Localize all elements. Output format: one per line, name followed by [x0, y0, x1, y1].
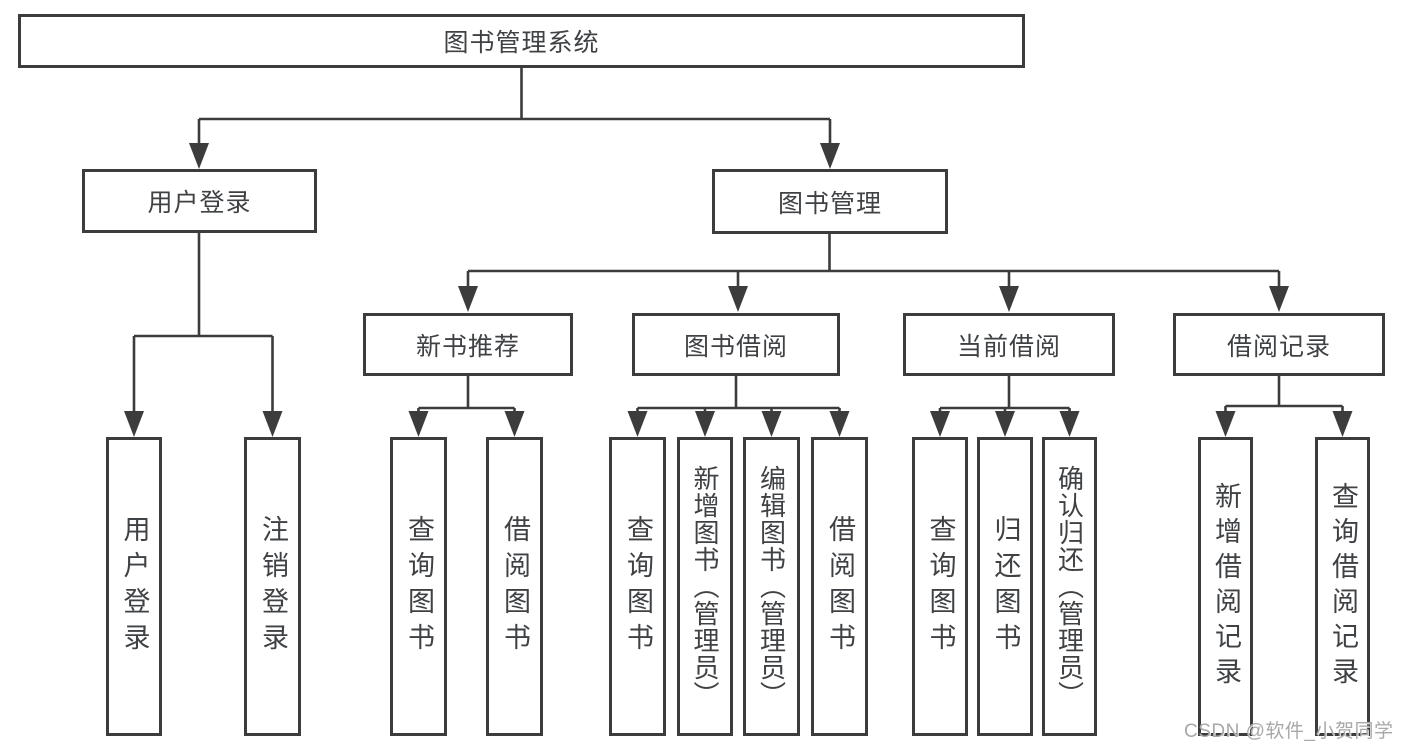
node-label: 查询图书: [623, 514, 653, 659]
arrow-down-icon: [1269, 286, 1289, 312]
node-label: 新书推荐: [415, 332, 520, 361]
node-current-borrowing: 当前借阅: [903, 313, 1115, 376]
leaf-borrow-books-recommend: 借阅图书: [486, 437, 543, 736]
node-label: 图书管理系统: [443, 29, 600, 57]
leaf-add-book-admin: 新增图书（管理员）: [677, 437, 733, 736]
node-label: 图书管理: [777, 189, 882, 218]
node-user-login: 用户登录: [82, 169, 317, 233]
arrow-down-icon: [695, 411, 715, 437]
leaf-add-borrow-record: 新增借阅记录: [1198, 437, 1253, 736]
arrow-down-icon: [820, 143, 840, 169]
node-book-borrowing: 图书借阅: [632, 313, 840, 376]
arrow-down-icon: [408, 411, 429, 437]
node-book-management: 图书管理: [712, 169, 948, 234]
arrow-down-icon: [999, 286, 1019, 312]
connector-new-book-children: [417, 376, 516, 414]
arrow-down-icon: [829, 411, 850, 437]
node-borrowing-records: 借阅记录: [1173, 313, 1385, 376]
leaf-query-books-current: 查询图书: [912, 437, 968, 736]
connector-current-borrowing-children: [938, 376, 1071, 414]
node-label: 归还图书: [990, 514, 1021, 659]
node-label: 编辑图书（管理员）: [756, 465, 787, 708]
node-label: 新增图书（管理员）: [690, 465, 720, 708]
arrow-down-icon: [761, 411, 782, 437]
arrow-down-icon: [728, 286, 748, 312]
arrow-down-icon: [262, 411, 283, 437]
leaf-borrow-books: 借阅图书: [811, 437, 868, 736]
node-label: 借阅图书: [500, 514, 530, 659]
node-label: 注销登录: [258, 514, 288, 659]
node-label: 借阅记录: [1226, 332, 1331, 361]
leaf-edit-book-admin: 编辑图书（管理员）: [743, 437, 800, 736]
arrow-down-icon: [1332, 411, 1353, 437]
node-label: 借阅图书: [825, 514, 855, 659]
connector-book-management-children: [466, 234, 1281, 288]
node-label: 用户登录: [147, 189, 252, 217]
leaf-query-books-borrow: 查询图书: [609, 437, 666, 736]
leaf-user-login: 用户登录: [106, 437, 162, 736]
node-library-system: 图书管理系统: [18, 14, 1025, 68]
leaf-query-books-recommend: 查询图书: [390, 437, 447, 736]
arrow-down-icon: [1059, 411, 1080, 437]
arrow-down-icon: [1215, 411, 1236, 437]
arrow-down-icon: [930, 411, 950, 437]
leaf-confirm-return-admin: 确认归还（管理员）: [1042, 437, 1097, 736]
node-label: 新增借阅记录: [1211, 481, 1241, 692]
node-label: 当前借阅: [956, 332, 1061, 361]
arrow-down-icon: [458, 286, 478, 312]
csdn-watermark: CSDN @软件_小贺同学: [1184, 721, 1394, 742]
leaf-query-borrow-record: 查询借阅记录: [1315, 437, 1370, 736]
arrow-down-icon: [627, 411, 648, 437]
connector-borrowing-records-children: [1224, 376, 1344, 414]
node-label: 查询图书: [404, 514, 434, 659]
connector-user-login-children: [132, 233, 274, 413]
node-new-book-recommendation: 新书推荐: [363, 313, 573, 376]
node-label: 图书借阅: [683, 332, 788, 361]
arrow-down-icon: [504, 411, 525, 437]
node-label: 用户登录: [119, 514, 150, 659]
arrow-down-icon: [995, 411, 1015, 437]
connector-book-borrowing-children: [636, 376, 841, 414]
leaf-return-book: 归还图书: [977, 437, 1033, 736]
connector-root-to-level2: [197, 68, 832, 145]
node-label: 确认归还（管理员）: [1054, 465, 1085, 708]
node-label: 查询图书: [925, 514, 956, 659]
leaf-logout: 注销登录: [244, 437, 301, 736]
arrow-down-icon: [124, 411, 144, 437]
node-label: 查询借阅记录: [1328, 481, 1358, 692]
arrow-down-icon: [189, 143, 209, 169]
